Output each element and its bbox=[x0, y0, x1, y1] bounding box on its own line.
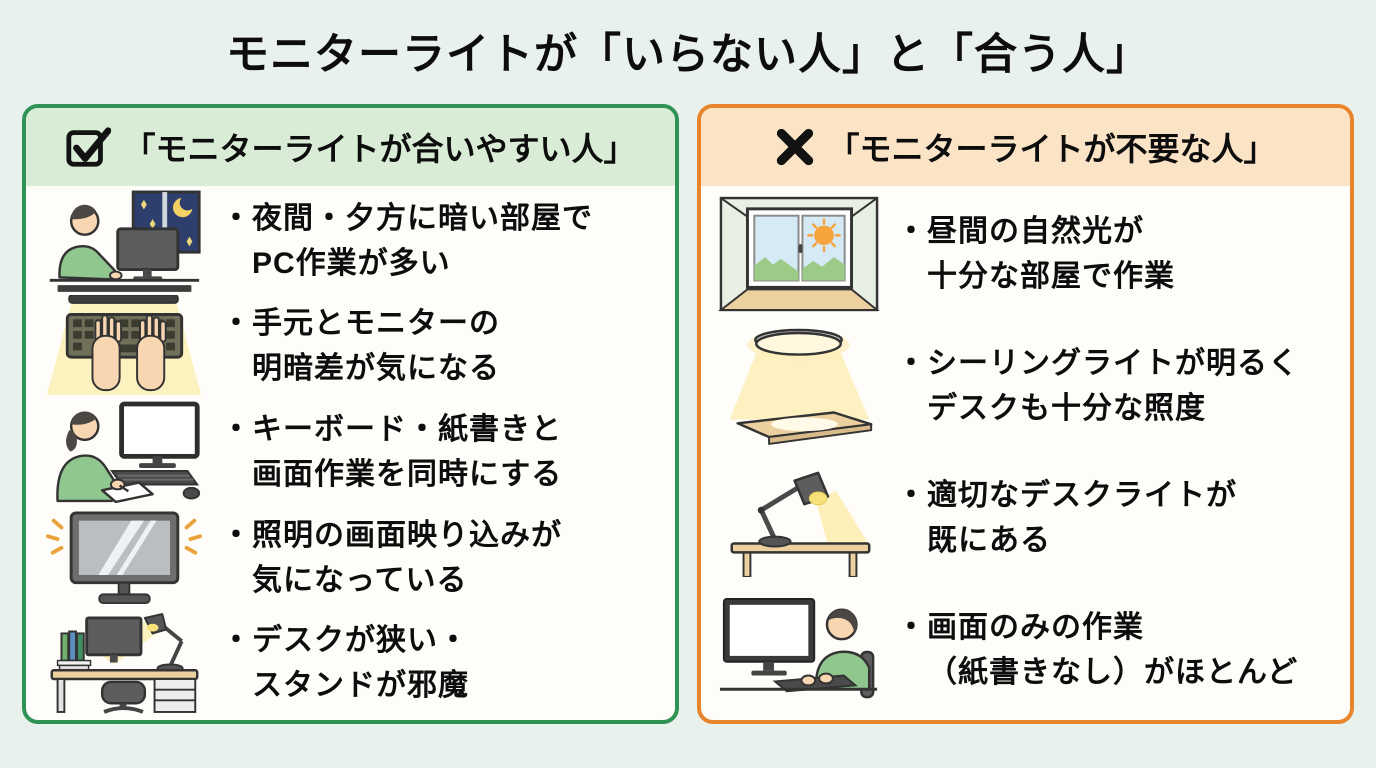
item-line: スタンドが邪魔 bbox=[252, 669, 469, 703]
item-line: 明暗差が気になる bbox=[252, 352, 500, 386]
bullet: ・ bbox=[221, 412, 252, 446]
item-line: PC作業が多い bbox=[252, 246, 451, 280]
list-item-text: ・ 適切なデスクライトが 既にある bbox=[896, 473, 1237, 563]
suitable-panel-body: ・ 夜間・夕方に暗い部屋で PC作業が多い bbox=[26, 186, 675, 720]
item-line: 画面作業を同時にする bbox=[252, 457, 563, 491]
item-line: 手元とモニターの bbox=[252, 307, 500, 341]
cross-icon bbox=[775, 127, 815, 167]
window-daylight-illustration bbox=[701, 195, 896, 313]
list-item: ・ シーリングライトが明るく デスクも十分な照度 bbox=[701, 320, 1350, 452]
suitable-panel-title: 「モニターライトが合いやすい人」 bbox=[123, 131, 636, 167]
ceiling-light-illustration bbox=[701, 327, 896, 445]
item-line: 画面のみの作業 bbox=[927, 611, 1144, 644]
item-line: シーリングライトが明るく bbox=[927, 347, 1299, 380]
comparison-panels: 「モニターライトが合いやすい人」 bbox=[0, 104, 1376, 724]
bullet: ・ bbox=[896, 215, 927, 248]
unnecessary-panel-title: 「モニターライトが不要な人」 bbox=[827, 131, 1276, 167]
list-item: ・ キーボード・紙書きと 画面作業を同時にする bbox=[26, 399, 675, 505]
list-item: ・ 適切なデスクライトが 既にある bbox=[701, 452, 1350, 584]
unnecessary-panel-header: 「モニターライトが不要な人」 bbox=[701, 108, 1350, 186]
monitor-glare-illustration bbox=[26, 507, 221, 609]
desk-lamp-illustration bbox=[701, 459, 896, 577]
bullet: ・ bbox=[221, 307, 252, 341]
bullet: ・ bbox=[896, 347, 927, 380]
list-item: ・ 昼間の自然光が 十分な部屋で作業 bbox=[701, 188, 1350, 320]
item-line: 気になっている bbox=[252, 563, 468, 597]
item-line: （紙書きなし）がほとんど bbox=[927, 656, 1299, 689]
unnecessary-panel-body: ・ 昼間の自然光が 十分な部屋で作業 bbox=[701, 186, 1350, 720]
list-item: ・ デスクが狭い・ スタンドが邪魔 bbox=[26, 610, 675, 716]
item-line: キーボード・紙書きと bbox=[252, 412, 562, 446]
item-line: 適切なデスクライトが bbox=[927, 479, 1237, 512]
list-item-text: ・ 画面のみの作業 （紙書きなし）がほとんど bbox=[896, 605, 1298, 695]
bullet: ・ bbox=[221, 518, 252, 552]
bullet: ・ bbox=[896, 611, 927, 644]
list-item: ・ 画面のみの作業 （紙書きなし）がほとんど bbox=[701, 584, 1350, 716]
bullet: ・ bbox=[221, 201, 252, 235]
item-line: 既にある bbox=[927, 524, 1051, 557]
item-line: 十分な部屋で作業 bbox=[927, 260, 1175, 293]
screen-only-work-illustration bbox=[701, 591, 896, 709]
bullet: ・ bbox=[896, 479, 927, 512]
item-line: 照明の画面映り込みが bbox=[252, 518, 562, 552]
item-line: 昼間の自然光が bbox=[927, 215, 1144, 248]
suitable-panel-header: 「モニターライトが合いやすい人」 bbox=[26, 108, 675, 186]
item-line: デスクも十分な照度 bbox=[927, 392, 1206, 425]
list-item-text: ・ シーリングライトが明るく デスクも十分な照度 bbox=[896, 341, 1299, 431]
list-item-text: ・ 手元とモニターの 明暗差が気になる bbox=[221, 301, 500, 391]
keyboard-paper-work-illustration bbox=[26, 401, 221, 503]
list-item: ・ 照明の画面映り込みが 気になっている bbox=[26, 505, 675, 611]
suitable-panel: 「モニターライトが合いやすい人」 bbox=[22, 104, 679, 724]
night-pc-work-illustration bbox=[26, 190, 221, 292]
bullet: ・ bbox=[221, 624, 252, 658]
list-item-text: ・ 夜間・夕方に暗い部屋で PC作業が多い bbox=[221, 196, 593, 286]
item-line: デスクが狭い・ bbox=[252, 624, 469, 658]
list-item-text: ・ デスクが狭い・ スタンドが邪魔 bbox=[221, 618, 469, 708]
list-item-text: ・ 昼間の自然光が 十分な部屋で作業 bbox=[896, 209, 1175, 299]
unnecessary-panel: 「モニターライトが不要な人」 bbox=[697, 104, 1354, 724]
list-item: ・ 夜間・夕方に暗い部屋で PC作業が多い bbox=[26, 188, 675, 294]
list-item: ・ 手元とモニターの 明暗差が気になる bbox=[26, 294, 675, 400]
item-line: 夜間・夕方に暗い部屋で bbox=[252, 201, 593, 235]
list-item-text: ・ キーボード・紙書きと 画面作業を同時にする bbox=[221, 407, 562, 497]
narrow-desk-lamp-illustration bbox=[26, 612, 221, 714]
page-title: モニターライトが「いらない人」と「合う人」 bbox=[226, 31, 1150, 79]
keyboard-hands-light-illustration bbox=[26, 295, 221, 397]
checkbox-checked-icon bbox=[65, 124, 112, 170]
list-item-text: ・ 照明の画面映り込みが 気になっている bbox=[221, 513, 562, 603]
